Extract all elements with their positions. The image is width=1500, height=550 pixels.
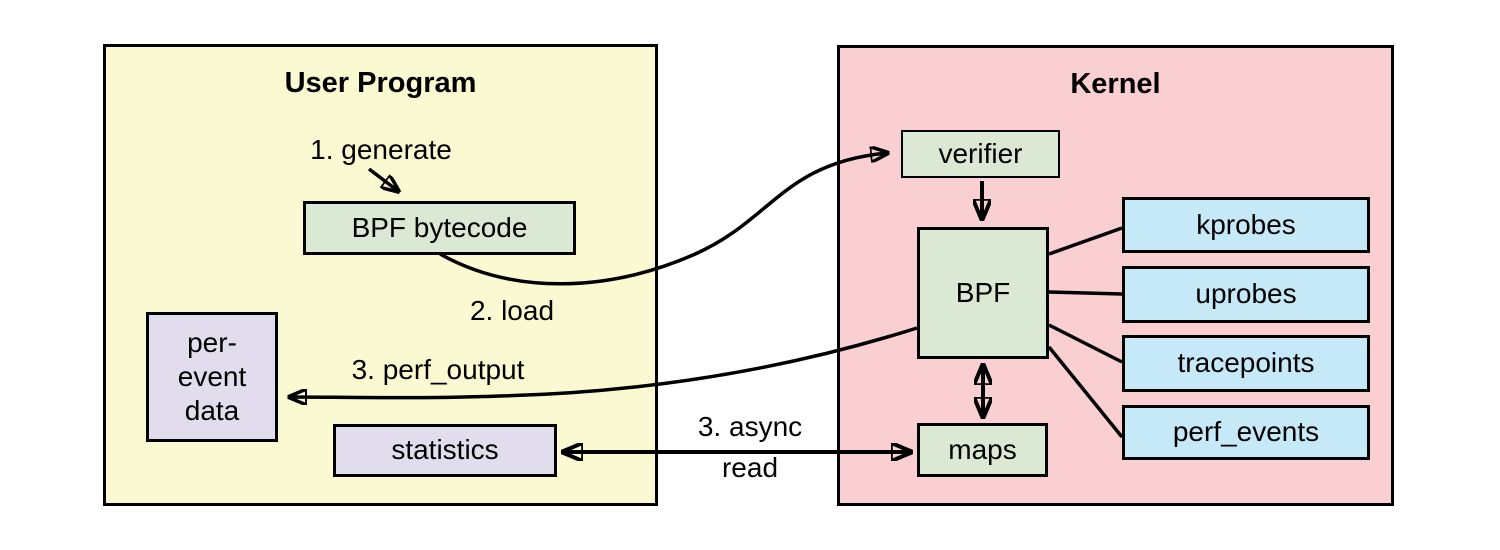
node-uprobes-label: uprobes — [1195, 278, 1297, 310]
edge-label-generate: 1. generate — [310, 134, 452, 165]
node-uprobes: uprobes — [1122, 266, 1370, 323]
user-program-title: User Program — [284, 67, 477, 99]
node-maps-label: maps — [948, 433, 1017, 465]
node-kprobes: kprobes — [1122, 197, 1370, 253]
node-per-event-data-line2: event — [177, 360, 247, 392]
kernel-title: Kernel — [1070, 68, 1161, 100]
node-statistics: statistics — [333, 424, 557, 477]
node-kprobes-label: kprobes — [1196, 208, 1296, 240]
node-perf-events-label: perf_events — [1172, 416, 1320, 448]
node-verifier: verifier — [901, 130, 1060, 178]
node-bpf-bytecode-label: BPF bytecode — [351, 211, 528, 243]
node-bpf-bytecode: BPF bytecode — [303, 201, 576, 255]
edge-label-async-read-line1: 3. async — [697, 411, 803, 442]
node-tracepoints-label: tracepoints — [1177, 347, 1315, 379]
node-maps: maps — [917, 423, 1048, 477]
node-tracepoints: tracepoints — [1122, 335, 1370, 392]
node-verifier-label: verifier — [938, 137, 1023, 169]
node-per-event-data-line1: per- — [187, 326, 237, 358]
edge-label-perf-output: 3. perf_output — [351, 354, 525, 385]
node-per-event-data: per- event data — [146, 312, 278, 442]
node-statistics-label: statistics — [391, 434, 499, 466]
edge-label-async-read-line2: read — [721, 452, 779, 483]
node-per-event-data-line3: data — [184, 395, 240, 427]
node-perf-events: perf_events — [1122, 405, 1370, 460]
edge-label-load: 2. load — [469, 295, 555, 326]
node-bpf-label: BPF — [955, 276, 1011, 308]
node-bpf: BPF — [917, 227, 1049, 359]
